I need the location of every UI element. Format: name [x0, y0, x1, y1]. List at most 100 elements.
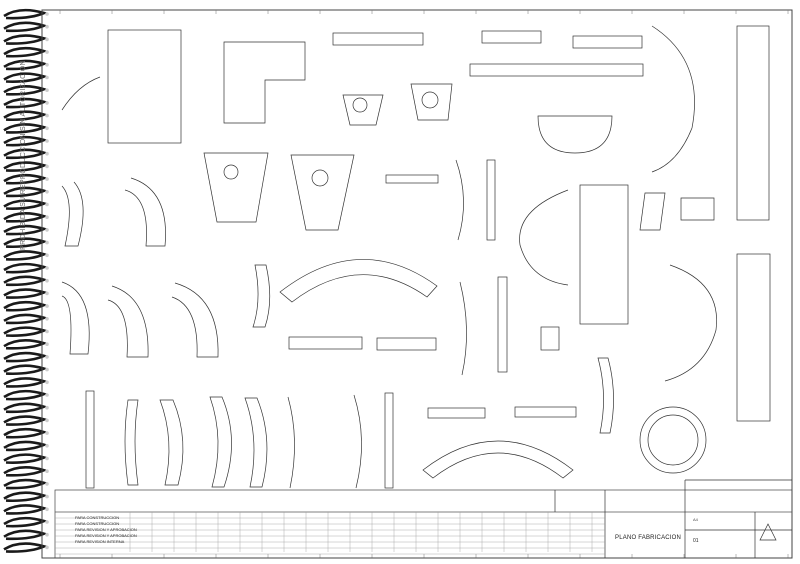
spiral-binding [3, 8, 49, 553]
punch-hole [45, 291, 49, 296]
punch-hole [45, 190, 49, 194]
spiral-coil [3, 478, 48, 490]
spiral-coil [3, 466, 48, 477]
spiral-coil [3, 389, 48, 401]
spiral-coil [3, 351, 48, 363]
spiral-coil [3, 504, 48, 515]
revision-row: PARA CONSTRUCCION [75, 521, 120, 526]
punch-hole [45, 75, 49, 80]
punch-hole [45, 304, 49, 308]
part-l-plate [223, 41, 306, 124]
punch-hole [45, 63, 49, 67]
sheet-size: A4 [693, 517, 698, 522]
spiral-coil [3, 97, 48, 109]
punch-hole [45, 380, 49, 385]
punch-hole [45, 444, 49, 448]
spiral-coil [3, 288, 48, 299]
spiral-coil [3, 199, 48, 210]
punch-hole [45, 469, 49, 474]
plan-title: PLANO FABRICACION [615, 535, 682, 541]
punch-hole [45, 520, 49, 524]
spiral-coil [3, 542, 48, 553]
spiral-coil [3, 173, 48, 185]
spiral-coil [3, 46, 48, 58]
punch-hole [45, 532, 49, 537]
punch-hole [45, 253, 49, 258]
spiral-coil [3, 440, 48, 452]
punch-hole [45, 151, 49, 156]
spiral-coil [3, 135, 48, 147]
spiral-coil [3, 402, 48, 414]
spiral-coil [3, 491, 48, 503]
spiral-coil [3, 224, 48, 236]
punch-hole [45, 202, 49, 207]
punch-hole [45, 139, 49, 143]
spiral-coil [3, 529, 48, 541]
punch-hole [45, 456, 49, 461]
punch-hole [45, 164, 49, 169]
part-plate-tall [107, 29, 182, 144]
punch-hole [45, 342, 49, 347]
punch-hole [45, 367, 49, 372]
spiral-coil [3, 85, 48, 96]
punch-hole [45, 228, 49, 232]
punch-hole [45, 431, 49, 435]
punch-hole [45, 88, 49, 92]
spiral-coil [3, 161, 48, 172]
copyright-stamp: PROHIBIDA SU REPRODUCCION SIN AUTORIZACI… [20, 60, 27, 250]
spiral-coil [3, 8, 48, 20]
punch-hole [45, 266, 49, 270]
punch-hole [45, 240, 49, 245]
spiral-coil [3, 516, 48, 528]
spiral-coil [3, 21, 48, 33]
punch-hole [45, 278, 49, 283]
spiral-coil [3, 275, 48, 287]
punch-hole [45, 12, 49, 16]
spiral-coil [3, 59, 48, 71]
spiral-coil [3, 415, 48, 426]
punch-hole [45, 113, 49, 118]
punch-hole [45, 329, 49, 334]
spiral-coil [3, 148, 48, 160]
punch-hole [45, 37, 49, 42]
punch-hole [45, 177, 49, 181]
revision-row: PARA CONSTRUCCION [75, 515, 120, 520]
punch-hole [45, 101, 49, 105]
spiral-coil [3, 250, 48, 261]
spiral-coil [3, 313, 48, 325]
part-arc-small [61, 76, 101, 111]
spiral-coil [3, 72, 48, 83]
spiral-coil [3, 237, 48, 249]
revision-row: PARA REVISION Y APROBACION [75, 527, 137, 532]
punch-hole [45, 126, 49, 131]
spiral-coil [3, 453, 48, 464]
spiral-coil [3, 34, 48, 45]
spiral-coil [3, 364, 48, 376]
punch-hole [45, 50, 49, 54]
spiral-coil [3, 377, 48, 388]
punch-hole [45, 545, 49, 550]
punch-hole [45, 215, 49, 219]
punch-hole [45, 405, 49, 410]
spiral-coil [3, 300, 48, 312]
punch-hole [45, 418, 49, 423]
sheet-number: 01 [693, 538, 699, 544]
revision-row: PARA REVISION INTERNA [75, 539, 125, 544]
spiral-coil [3, 339, 48, 350]
spiral-coil [3, 110, 48, 122]
spiral-coil [3, 123, 48, 134]
spiral-coil [3, 212, 48, 223]
punch-hole [45, 482, 49, 486]
revision-row: PARA REVISION Y APROBACION [75, 533, 137, 538]
spiral-coil [3, 427, 48, 439]
spiral-coil [3, 186, 48, 198]
punch-hole [45, 355, 49, 359]
spiral-coil [3, 326, 48, 337]
punch-hole [45, 317, 49, 321]
punch-hole [45, 24, 49, 29]
spiral-coil [3, 262, 48, 274]
punch-hole [45, 494, 49, 499]
punch-hole [45, 393, 49, 397]
